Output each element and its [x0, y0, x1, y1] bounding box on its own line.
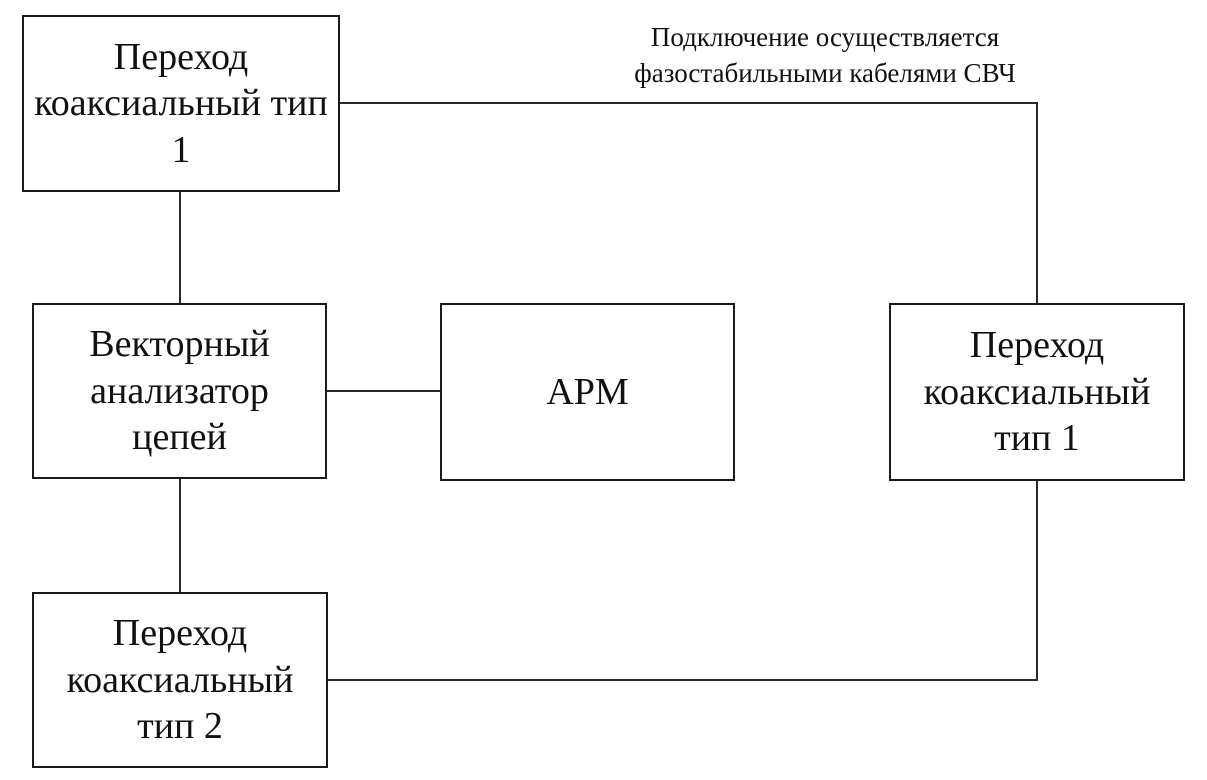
connector-vna-to-arm	[327, 390, 440, 392]
block-vector-network-analyzer: Векторный анализатор цепей	[32, 303, 327, 479]
block-label: Переход коаксиальный тип 1	[923, 324, 1151, 460]
phase-stable-cables-note: Подключение осуществляется фазостабильны…	[634, 22, 1016, 88]
block-coaxial-adapter-type2-bottom: Переход коаксиальный тип 2	[32, 592, 328, 768]
block-label: Переход коаксиальный тип 2	[66, 612, 294, 748]
connector-vna-to-adapter-bottom	[179, 479, 181, 592]
block-label: АРМ	[546, 370, 629, 413]
connector-adapter-right-to-adapter-bottom-vertical	[1036, 481, 1038, 681]
block-label: Переход коаксиальный тип 1	[34, 35, 328, 171]
block-coaxial-adapter-type1-top: Переход коаксиальный тип 1	[22, 15, 340, 192]
connector-adapter-top-to-adapter-right-vertical	[1036, 102, 1038, 303]
connector-adapter-top-to-adapter-right-horizontal	[340, 102, 1038, 104]
block-arm-workstation: АРМ	[440, 303, 735, 481]
block-coaxial-adapter-type1-right: Переход коаксиальный тип 1	[889, 303, 1185, 481]
connector-adapter-top-to-vna	[179, 192, 181, 303]
connector-adapter-right-to-adapter-bottom-horizontal	[328, 679, 1038, 681]
block-label: Векторный анализатор цепей	[89, 323, 270, 459]
